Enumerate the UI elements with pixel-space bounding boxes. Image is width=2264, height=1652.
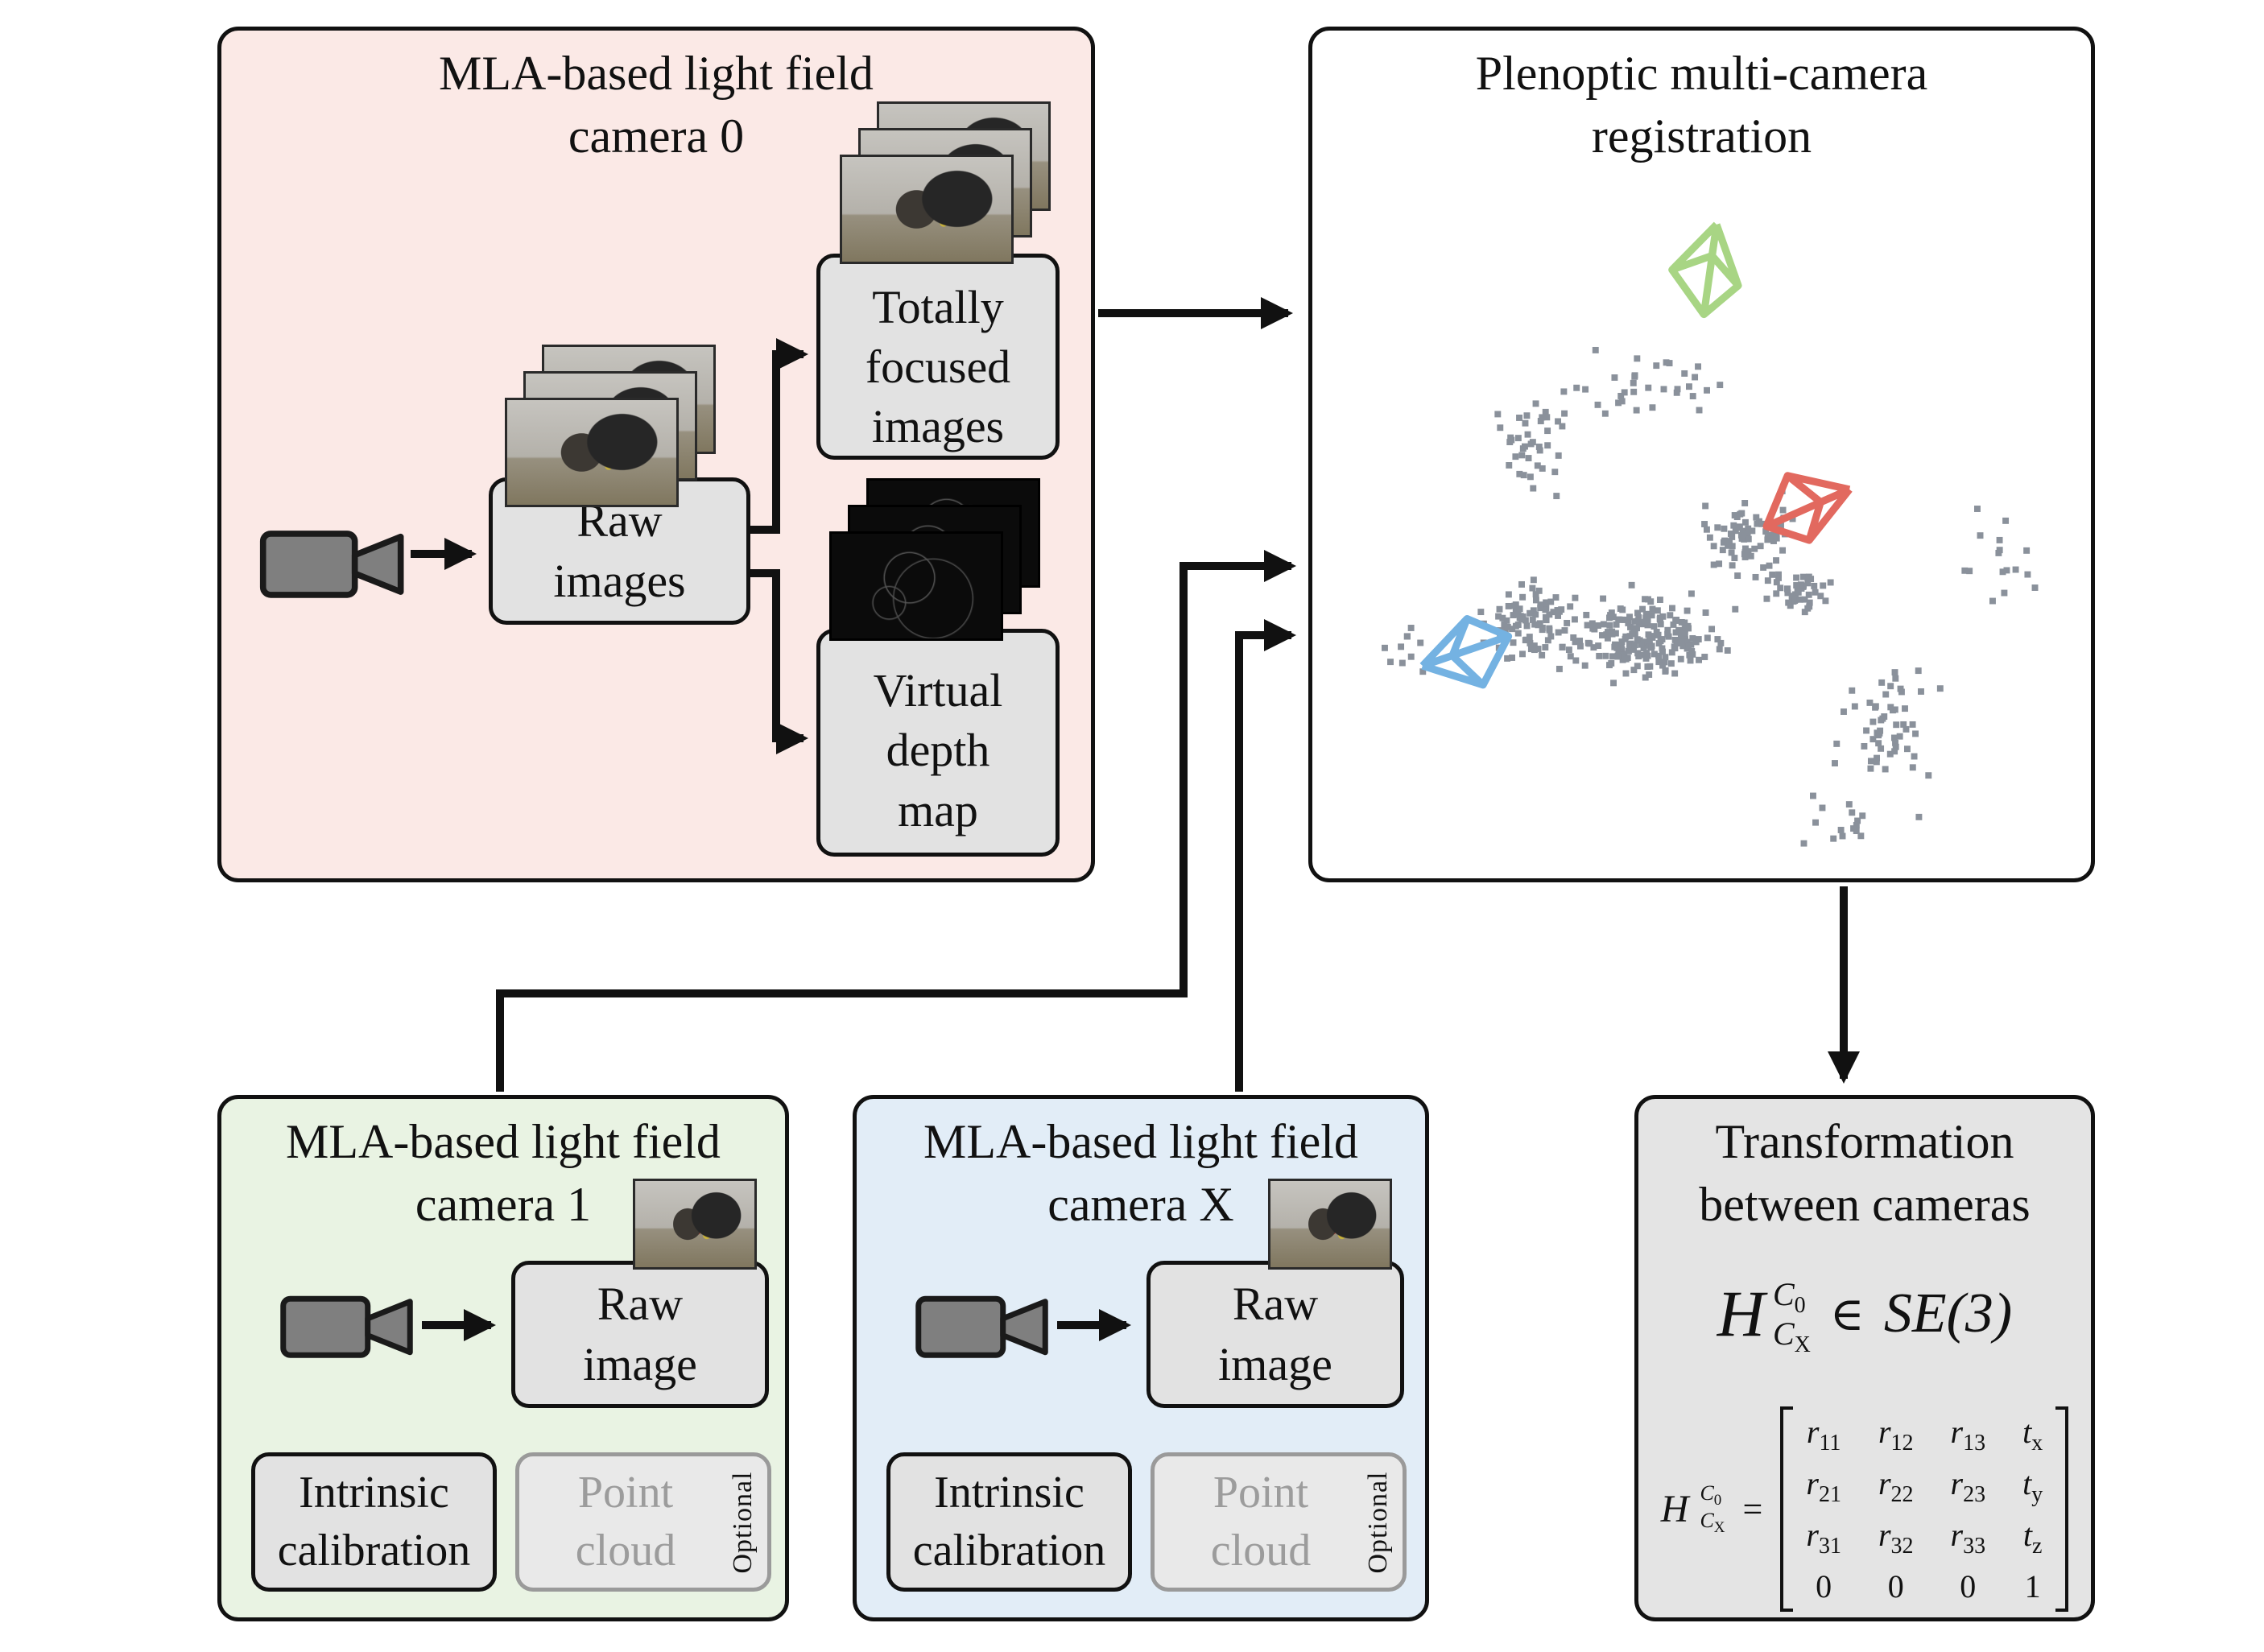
point-cloud-label: Point cloud — [575, 1467, 676, 1576]
se3-group: SE(3) — [1883, 1282, 2013, 1345]
camera-frustum-blue-icon — [1419, 614, 1513, 689]
raw-image-thumbnail — [633, 1179, 757, 1270]
matrix-supsub: C0 CX — [1700, 1482, 1725, 1535]
formula-h: H — [1717, 1277, 1765, 1351]
matrix-cell: r23 — [1950, 1465, 1986, 1507]
matrix-cell: 0 — [1960, 1568, 1977, 1605]
video-camera-icon — [915, 1295, 1048, 1358]
optional-label: Optional — [1363, 1471, 1394, 1573]
matrix-h: H — [1660, 1488, 1689, 1530]
point-cloud — [1382, 346, 2039, 847]
raw-image-box: Raw image — [1146, 1261, 1404, 1408]
optional-label: Optional — [728, 1471, 758, 1573]
raw-image-box: Raw image — [511, 1261, 769, 1408]
photo-thumbnail — [505, 398, 679, 507]
intrinsic-calibration-box: Intrinsic calibration — [251, 1452, 497, 1592]
virtual-depth-map-box: Virtual depth map — [816, 629, 1060, 857]
matrix-cell: r12 — [1878, 1414, 1914, 1456]
matrix-sup-sub: 0 — [1713, 1492, 1722, 1510]
matrix-cell: 0 — [1887, 1568, 1904, 1605]
totally-focused-images-box: Totally focused images — [816, 254, 1060, 460]
cameraX-panel-title: MLA-based light field camera X — [923, 1115, 1358, 1231]
formula-sup-sub: 0 — [1794, 1293, 1806, 1318]
camera1-panel-title: MLA-based light field camera 1 — [286, 1115, 721, 1231]
depth-map-thumbnail — [829, 531, 1003, 641]
equals-sign: = — [1742, 1489, 1763, 1529]
matrix-cell: 1 — [2024, 1568, 2041, 1605]
matrix-right-bracket — [2055, 1406, 2069, 1612]
matrix-cell: tx — [2022, 1414, 2043, 1456]
photo-thumbnail — [840, 155, 1014, 264]
camera1-panel: MLA-based light field camera 1 Raw image… — [217, 1095, 789, 1621]
registration-panel: Plenoptic multi-camera registration — [1308, 27, 2095, 882]
point-cloud-box: Point cloud Optional — [1151, 1452, 1407, 1592]
matrix-sub-sub: X — [1713, 1518, 1725, 1536]
point-cloud-label: Point cloud — [1210, 1467, 1312, 1576]
depth-map-photo-stack — [829, 478, 1040, 641]
video-camera-icon — [259, 531, 404, 598]
matrix-grid: r11 r12 r13 tx r21 r22 r23 ty r31 r32 r33 tz 0 0 0 1 — [1804, 1406, 2044, 1612]
matrix-cell: r33 — [1950, 1517, 1986, 1559]
point-cloud-box: Point cloud Optional — [515, 1452, 771, 1592]
formula-supsub: C0 CX — [1773, 1278, 1811, 1357]
formula-sub-sub: X — [1794, 1332, 1811, 1358]
matrix-cell: r31 — [1806, 1517, 1841, 1559]
formula-sup-base: C — [1772, 1276, 1795, 1312]
video-camera-icon — [280, 1295, 413, 1358]
transformation-panel: Transformation between cameras H C0 CX ∈… — [1634, 1095, 2095, 1621]
raw-image-thumbnail — [1268, 1179, 1392, 1270]
matrix-cell: 0 — [1816, 1568, 1832, 1605]
focused-images-photo-stack — [840, 101, 1051, 264]
matrix-cell: r11 — [1806, 1414, 1841, 1456]
matrix-sub-base: C — [1700, 1508, 1714, 1532]
cameraX-panel: MLA-based light field camera X Raw image… — [853, 1095, 1429, 1621]
matrix-cell: r21 — [1806, 1465, 1841, 1507]
matrix-cell: r13 — [1950, 1414, 1986, 1456]
camera0-panel: MLA-based light field camera 0 Raw image… — [217, 27, 1095, 882]
registration-panel-title: Plenoptic multi-camera registration — [1475, 47, 1928, 163]
element-of-symbol: ∈ — [1829, 1288, 1865, 1341]
camera0-panel-title: MLA-based light field camera 0 — [439, 47, 874, 163]
matrix-cell: ty — [2022, 1465, 2043, 1507]
raw-images-photo-stack — [505, 345, 716, 507]
matrix-sup-base: C — [1700, 1481, 1714, 1505]
formula-sub-base: C — [1772, 1315, 1795, 1353]
transformation-panel-title: Transformation between cameras — [1699, 1115, 2031, 1231]
matrix-cell: tz — [2022, 1517, 2043, 1559]
arrow-cameraX-to-registration — [1235, 619, 1296, 1092]
se3-formula: H C0 CX ∈ SE(3) — [1638, 1274, 2091, 1357]
matrix-cell: r22 — [1878, 1465, 1914, 1507]
camera-frustum-red-icon — [1762, 472, 1853, 544]
matrix-left-bracket — [1780, 1406, 1794, 1612]
intrinsic-calibration-box: Intrinsic calibration — [886, 1452, 1132, 1592]
camera-frustum-green-icon — [1668, 221, 1742, 319]
matrix-cell: r32 — [1878, 1517, 1914, 1559]
